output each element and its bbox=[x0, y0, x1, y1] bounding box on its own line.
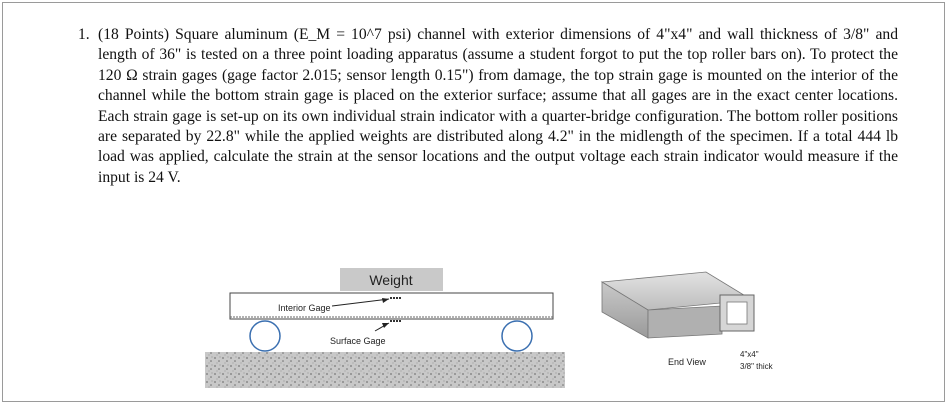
page-frame bbox=[2, 2, 945, 402]
interior-gage-label: Interior Gage bbox=[278, 303, 331, 313]
dims-label: 4"x4" bbox=[740, 350, 759, 359]
surface-gage-label: Surface Gage bbox=[330, 336, 386, 346]
problem-statement: 1. (18 Points) Square aluminum (E_M = 10… bbox=[78, 25, 898, 188]
ground-base bbox=[205, 352, 565, 388]
right-roller bbox=[501, 320, 533, 352]
tube-hollow bbox=[726, 301, 748, 325]
three-point-loading-figure: Weight Interior Gage Surface Gage bbox=[205, 268, 565, 388]
problem-text: (18 Points) Square aluminum (E_M = 10^7 … bbox=[98, 26, 898, 186]
weight-label: Weight bbox=[369, 272, 412, 288]
end-view-label: End View bbox=[668, 357, 706, 367]
problem-number: 1. bbox=[78, 26, 90, 43]
thickness-label: 3/8" thick bbox=[740, 362, 774, 371]
left-roller bbox=[249, 320, 281, 352]
channel-end-view-figure: End View 4"x4" 3/8" thick bbox=[600, 271, 774, 371]
weight-block bbox=[340, 268, 443, 291]
